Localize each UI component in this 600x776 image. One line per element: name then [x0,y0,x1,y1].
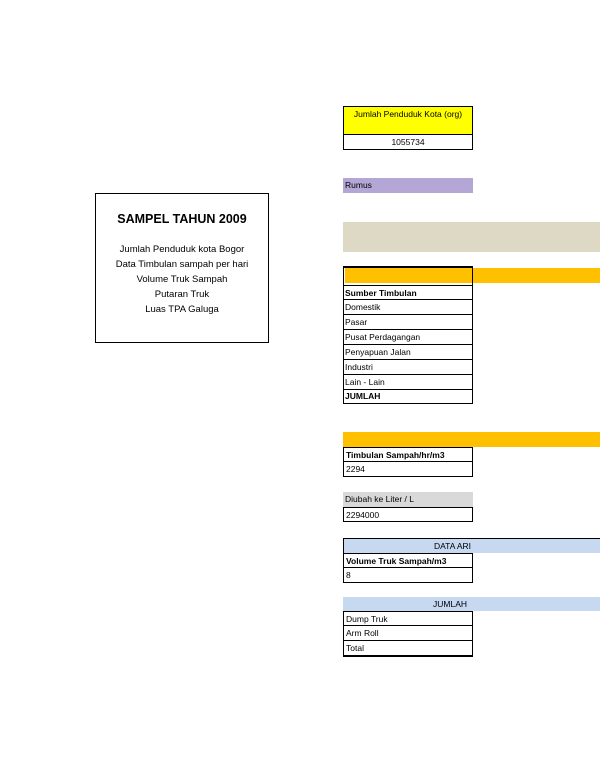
population-header-cell: Jumlah Penduduk Kota (org) [343,106,473,135]
sample-lines: Jumlah Penduduk kota Bogor Data Timbulan… [96,242,268,317]
sumber-row: Pasar [343,315,473,330]
population-header: Jumlah Penduduk Kota (org) [353,109,463,119]
sample-line: Luas TPA Galuga [145,304,219,315]
sumber-row: Pusat Perdagangan [343,330,473,345]
armada-row: Dump Truk [343,611,473,626]
sumber-row: Lain - Lain [343,375,473,390]
sample-title: SAMPEL TAHUN 2009 [117,212,247,226]
timbulan-label: Timbulan Sampah/hr/m3 [343,447,473,462]
armada-row: Total [343,641,473,657]
sumber-table-frame [343,266,473,404]
sample-line: Data Timbulan sampah per hari [115,259,249,270]
armada-section-band: DATA ARI [343,538,600,553]
sample-line: Putaran Truk [154,289,210,300]
jumlah-label: JUMLAH [433,599,468,609]
sumber-row: Penyapuan Jalan [343,345,473,360]
timbulan-header-band [343,432,600,447]
sumber-row: Domestik [343,300,473,315]
jumlah-band: JUMLAH [343,597,600,611]
population-value: 1055734 [343,135,473,150]
armada-row: Arm Roll [343,626,473,641]
volume-label: Volume Truk Sampah/m3 [343,553,473,568]
sample-summary-box: SAMPEL TAHUN 2009 Jumlah Penduduk kota B… [95,193,269,343]
sumber-header: Sumber Timbulan [343,285,473,300]
armada-section-label: DATA ARI [434,541,472,551]
beige-band [343,222,600,252]
timbulan-value: 2294 [343,462,473,477]
sample-line: Jumlah Penduduk kota Bogor [119,244,245,255]
sample-line: Volume Truk Sampah [136,274,228,285]
formula-label: Rumus [343,178,473,193]
sumber-total: JUMLAH [345,391,381,401]
liter-value: 2294000 [343,507,473,522]
volume-value: 8 [343,568,473,583]
sumber-row: Industri [343,360,473,375]
liter-label: Diubah ke Liter / L [343,492,473,507]
